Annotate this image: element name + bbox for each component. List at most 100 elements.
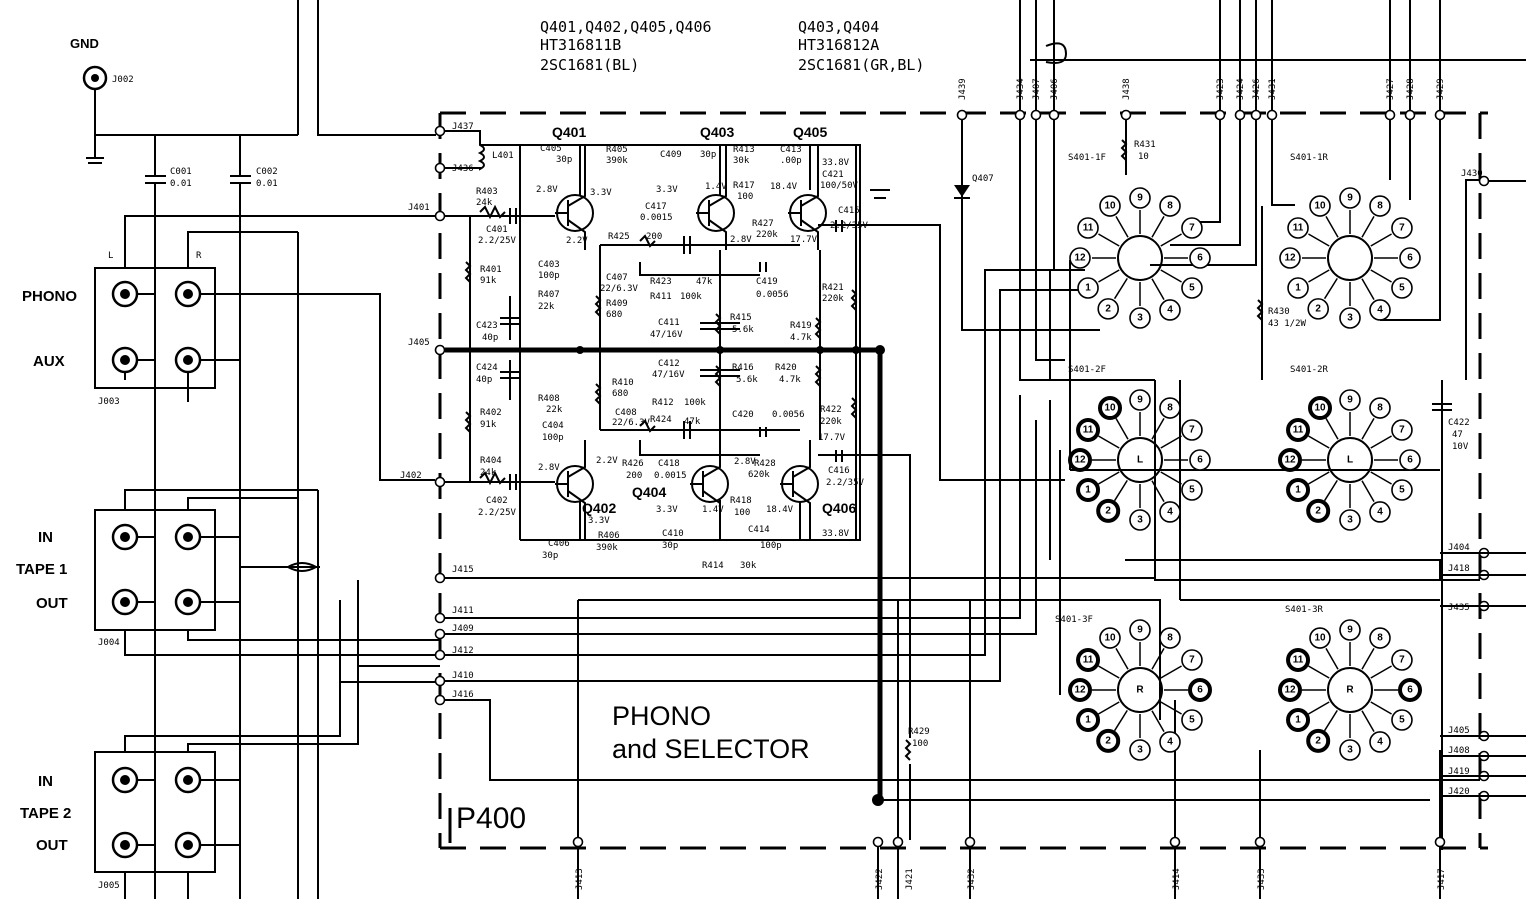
switch-pin [1076,648,1101,672]
aux-r-jack-center [183,355,193,365]
phono-amplifier: L401 Q401 Q403 [444,124,1430,840]
c418-label: C418 [658,459,680,469]
switch-contact-lead [1323,277,1338,300]
c411-label: C411 [658,318,680,328]
switch-pin [1398,678,1422,702]
c422-label: C422 [1448,418,1470,428]
phono-l-jack-center [120,289,130,299]
tape1-jack-box [94,509,216,631]
r420-value: 4.7k [779,375,801,385]
terminal-j421 [892,836,904,848]
switch-pin-number: 7 [1189,223,1195,234]
switch-contact-lead [1370,233,1392,247]
switch-rotor [1327,437,1373,483]
terminal-j422-label: J422 [875,868,885,890]
r416-label: R416 [732,363,754,373]
c002-value: 0.01 [256,179,278,189]
switch-pin [1339,307,1361,329]
terminal-j401 [434,210,446,222]
switch-pin-number: 8 [1167,403,1173,414]
v-q402e: 2.8V [538,463,560,473]
l401-label: L401 [492,151,514,161]
c409-value: 30p [700,150,716,160]
switch-pin-number: 5 [1189,715,1195,726]
v-q406e: 18.4V [766,505,794,515]
switch-pin-number: 7 [1189,655,1195,666]
header-group2-list: Q403,Q404 [798,18,879,36]
switch-pin-number: 12 [1284,685,1296,696]
switch-pin [1189,247,1211,269]
v-supply: 33.8V [822,158,850,168]
c408-label: C408 [615,408,637,418]
c407-label: C407 [606,273,628,283]
phono-aux-jack-box [94,267,216,389]
bottom-terminals: J413 J422 J421 J432 J414 J433 J417 [572,836,1447,899]
switch-pin [1286,478,1311,502]
terminal-j439-label: J439 [958,78,968,100]
switch-pin [1129,187,1151,209]
switch-pin-number: 11 [1293,425,1304,436]
switch-pin [1159,731,1181,753]
terminal-j435-label: J435 [1448,603,1470,613]
switch-pin-number: 5 [1189,283,1195,294]
tape2-out-r-center [183,840,193,850]
terminal-j437-label: J437 [452,122,474,132]
switch-pin [1369,397,1391,419]
switch-contact-lead [1098,269,1120,283]
c420-label: C420 [732,410,754,420]
board-title-line1: PHONO [612,701,711,731]
left-channel-label: L [108,251,113,261]
c417-label: C417 [645,202,667,212]
r404-zigzag [479,470,506,486]
switch-contact-lead [1151,648,1165,670]
r425-label: R425 [608,232,630,242]
c402-label: C402 [486,496,508,506]
c413-label: C413 [780,145,802,155]
switch-pin-number: 1 [1085,715,1091,726]
switch-pin [1159,397,1181,419]
terminal-j411 [434,612,446,624]
switch-pin [1188,678,1212,702]
terminal-j430-label: J430 [1461,169,1483,179]
switch-pin-number: 9 [1347,625,1353,636]
r431-wire [1120,120,1128,175]
j004-label: J004 [98,638,120,648]
r429-value: 100 [912,739,928,749]
switch-center-label: R [1346,685,1354,696]
switch-contact-lead [1098,471,1120,485]
switch-pin [1399,247,1421,269]
switch-pin [1286,648,1311,672]
tape2-in-r-center [183,775,193,785]
c417-c418-plates [683,236,691,439]
switch-pin [1309,627,1331,649]
switch-pin [1339,619,1361,641]
switch-contact-lead [1308,269,1330,283]
switch-pin [1068,448,1092,472]
switch-pin-number: 4 [1167,506,1173,517]
r409-label: R409 [606,299,628,309]
switch-pin [1279,247,1301,269]
switch-contact-lead [1151,278,1165,300]
header-group2-part: HT316812A [798,36,879,54]
aux-l-jack-center [120,355,130,365]
tape1-out-l-center [120,597,130,607]
v-q402b: 2.2V [596,456,618,466]
terminal-j421-label: J421 [905,868,915,890]
c404-value: 100p [542,433,564,443]
switch-contact-lead [1361,216,1375,238]
terminal-j427 [1384,109,1396,121]
switch-pin [1159,627,1181,649]
terminal-j429-label: J429 [1436,78,1446,100]
c401-label: C401 [486,225,508,235]
switch-pin [1077,217,1099,239]
board-title-line2: and SELECTOR [612,734,810,764]
transistor-q406: Q406 [780,440,856,540]
switch-contact-lead [1151,216,1165,238]
tape2-name-label: TAPE 2 [20,805,71,822]
terminal-j414-label: J414 [1172,868,1182,890]
switch-pin-number: 8 [1377,201,1383,212]
terminal-j405-label: J405 [408,338,430,348]
switch-pin [1286,418,1311,442]
switch-pin-number: 11 [1293,223,1304,234]
